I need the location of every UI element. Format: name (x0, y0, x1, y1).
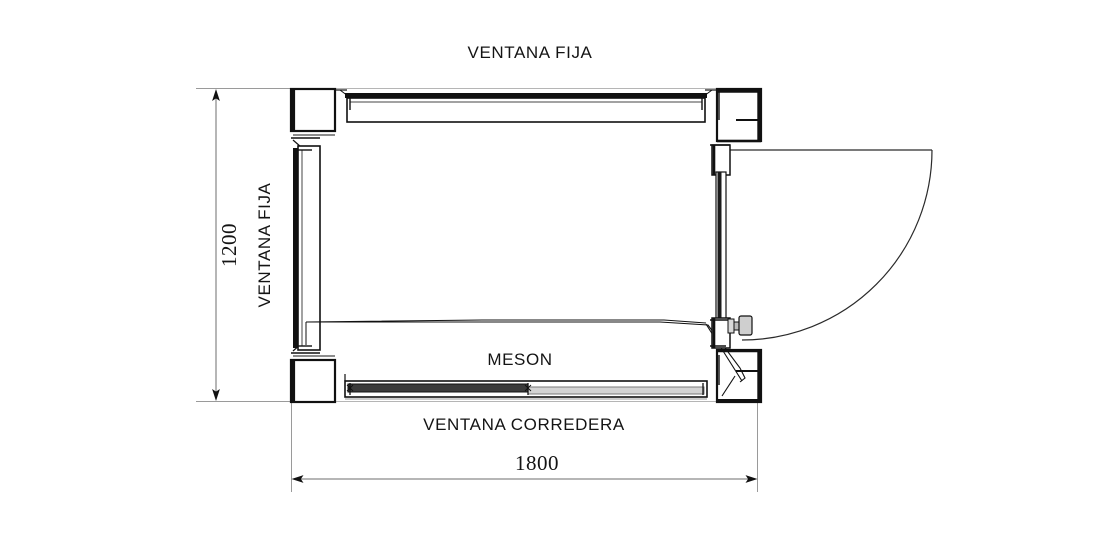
top-window-diag-left (339, 89, 349, 97)
counter-inner-edge (305, 319, 707, 324)
sliding-window-panel-1 (347, 383, 529, 393)
post-tr-box (715, 87, 763, 143)
door-assembly (710, 144, 933, 349)
door-swing-arc (741, 149, 933, 341)
dimension-height-1200: 1200 (196, 88, 300, 402)
sliding-window-panel-2 (527, 386, 705, 395)
door-handle-grip (738, 315, 753, 336)
corner-post-top-right (715, 87, 763, 143)
left-window-outer-frame (293, 148, 298, 348)
module-outline: MESON (289, 87, 933, 404)
door-handle-rose (727, 318, 735, 334)
counter-label: MESON (487, 350, 552, 369)
door-handle-knob (727, 315, 753, 336)
fixed-window-top (334, 89, 720, 123)
dim-arrow-up (212, 89, 220, 101)
sliding-window-roller-left (346, 384, 354, 392)
counter-return (721, 375, 736, 397)
post-bl-box (289, 358, 337, 404)
sliding-window-roller-mid (524, 384, 532, 392)
bottom-window-label: VENTANA CORREDERA (423, 415, 625, 434)
fixed-window-left (293, 145, 321, 351)
left-window-frame (297, 145, 321, 351)
dimension-width-1800: 1800 (291, 398, 758, 492)
dim-arrow-down (212, 389, 220, 401)
dim-value-height: 1200 (217, 223, 241, 267)
top-window-diag-right (703, 89, 713, 97)
dim-arrow-left (291, 475, 304, 483)
dim-arrow-right (745, 475, 758, 483)
dim-value-width: 1800 (515, 451, 559, 475)
door-leaf-core (717, 172, 722, 324)
corner-post-top-left (289, 87, 337, 148)
corner-post-bottom-left (289, 343, 337, 404)
top-window-outer-frame (345, 93, 707, 98)
top-window-label: VENTANA FIJA (468, 43, 593, 62)
post-tl-box (289, 87, 337, 133)
sliding-window-bottom (344, 374, 708, 400)
left-window-label: VENTANA FIJA (255, 182, 274, 307)
door-handle-neck (733, 321, 740, 331)
